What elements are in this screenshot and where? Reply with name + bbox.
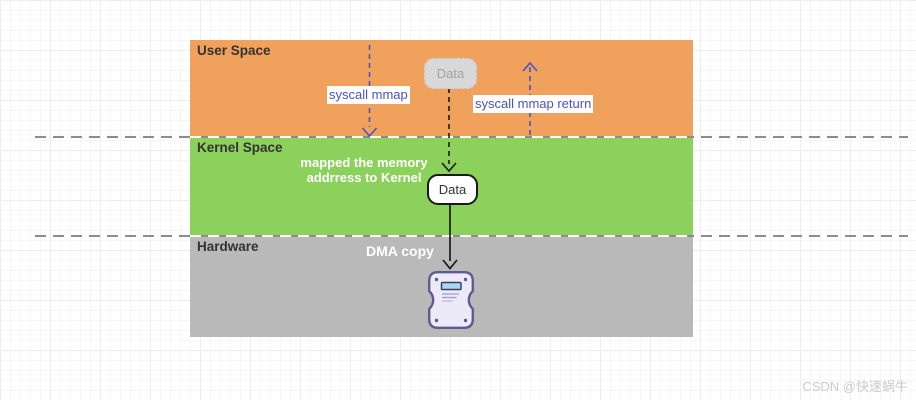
mapped-memory-note-line2: addrress to Kernel [306, 170, 422, 185]
mapped-memory-note: mapped the memory addrress to Kernel [294, 155, 434, 185]
layer-hardware-label: Hardware [197, 239, 259, 254]
csdn-watermark: CSDN @快速蜗牛 [802, 379, 908, 394]
layer-hardware: Hardware [190, 236, 693, 337]
dma-copy-note: DMA copy [366, 243, 434, 259]
node-user-data: Data [424, 58, 477, 89]
syscall-mmap-return-label: syscall mmap return [473, 95, 594, 113]
layer-user-space-label: User Space [197, 43, 271, 58]
syscall-mmap-label: syscall mmap [327, 86, 410, 104]
mapped-memory-note-line1: mapped the memory [300, 155, 428, 170]
layer-kernel-space-label: Kernel Space [197, 140, 283, 155]
node-kernel-data: Data [427, 174, 478, 205]
